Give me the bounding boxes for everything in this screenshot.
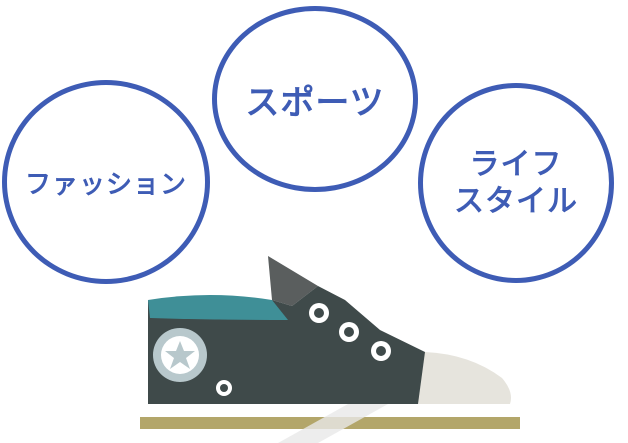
category-lifestyle-circle[interactable]: ライフ スタイル [418, 83, 614, 283]
category-fashion-circle[interactable]: ファッション [2, 80, 210, 284]
category-fashion-label: ファッション [24, 169, 187, 200]
shoe-toe-cap [418, 352, 511, 404]
category-lifestyle-label-line2: スタイル [454, 184, 578, 219]
shoe-lining [148, 295, 288, 320]
star-icon [153, 328, 207, 382]
category-sports-circle[interactable]: スポーツ [212, 6, 418, 192]
category-sports-label: スポーツ [245, 82, 385, 123]
category-lifestyle-label-line1: ライフ [469, 146, 563, 182]
shoe-tongue [268, 256, 318, 306]
sole-sheen [278, 404, 388, 443]
category-lifestyle-text: ライフ スタイル [454, 146, 578, 221]
sole-top [140, 404, 520, 417]
